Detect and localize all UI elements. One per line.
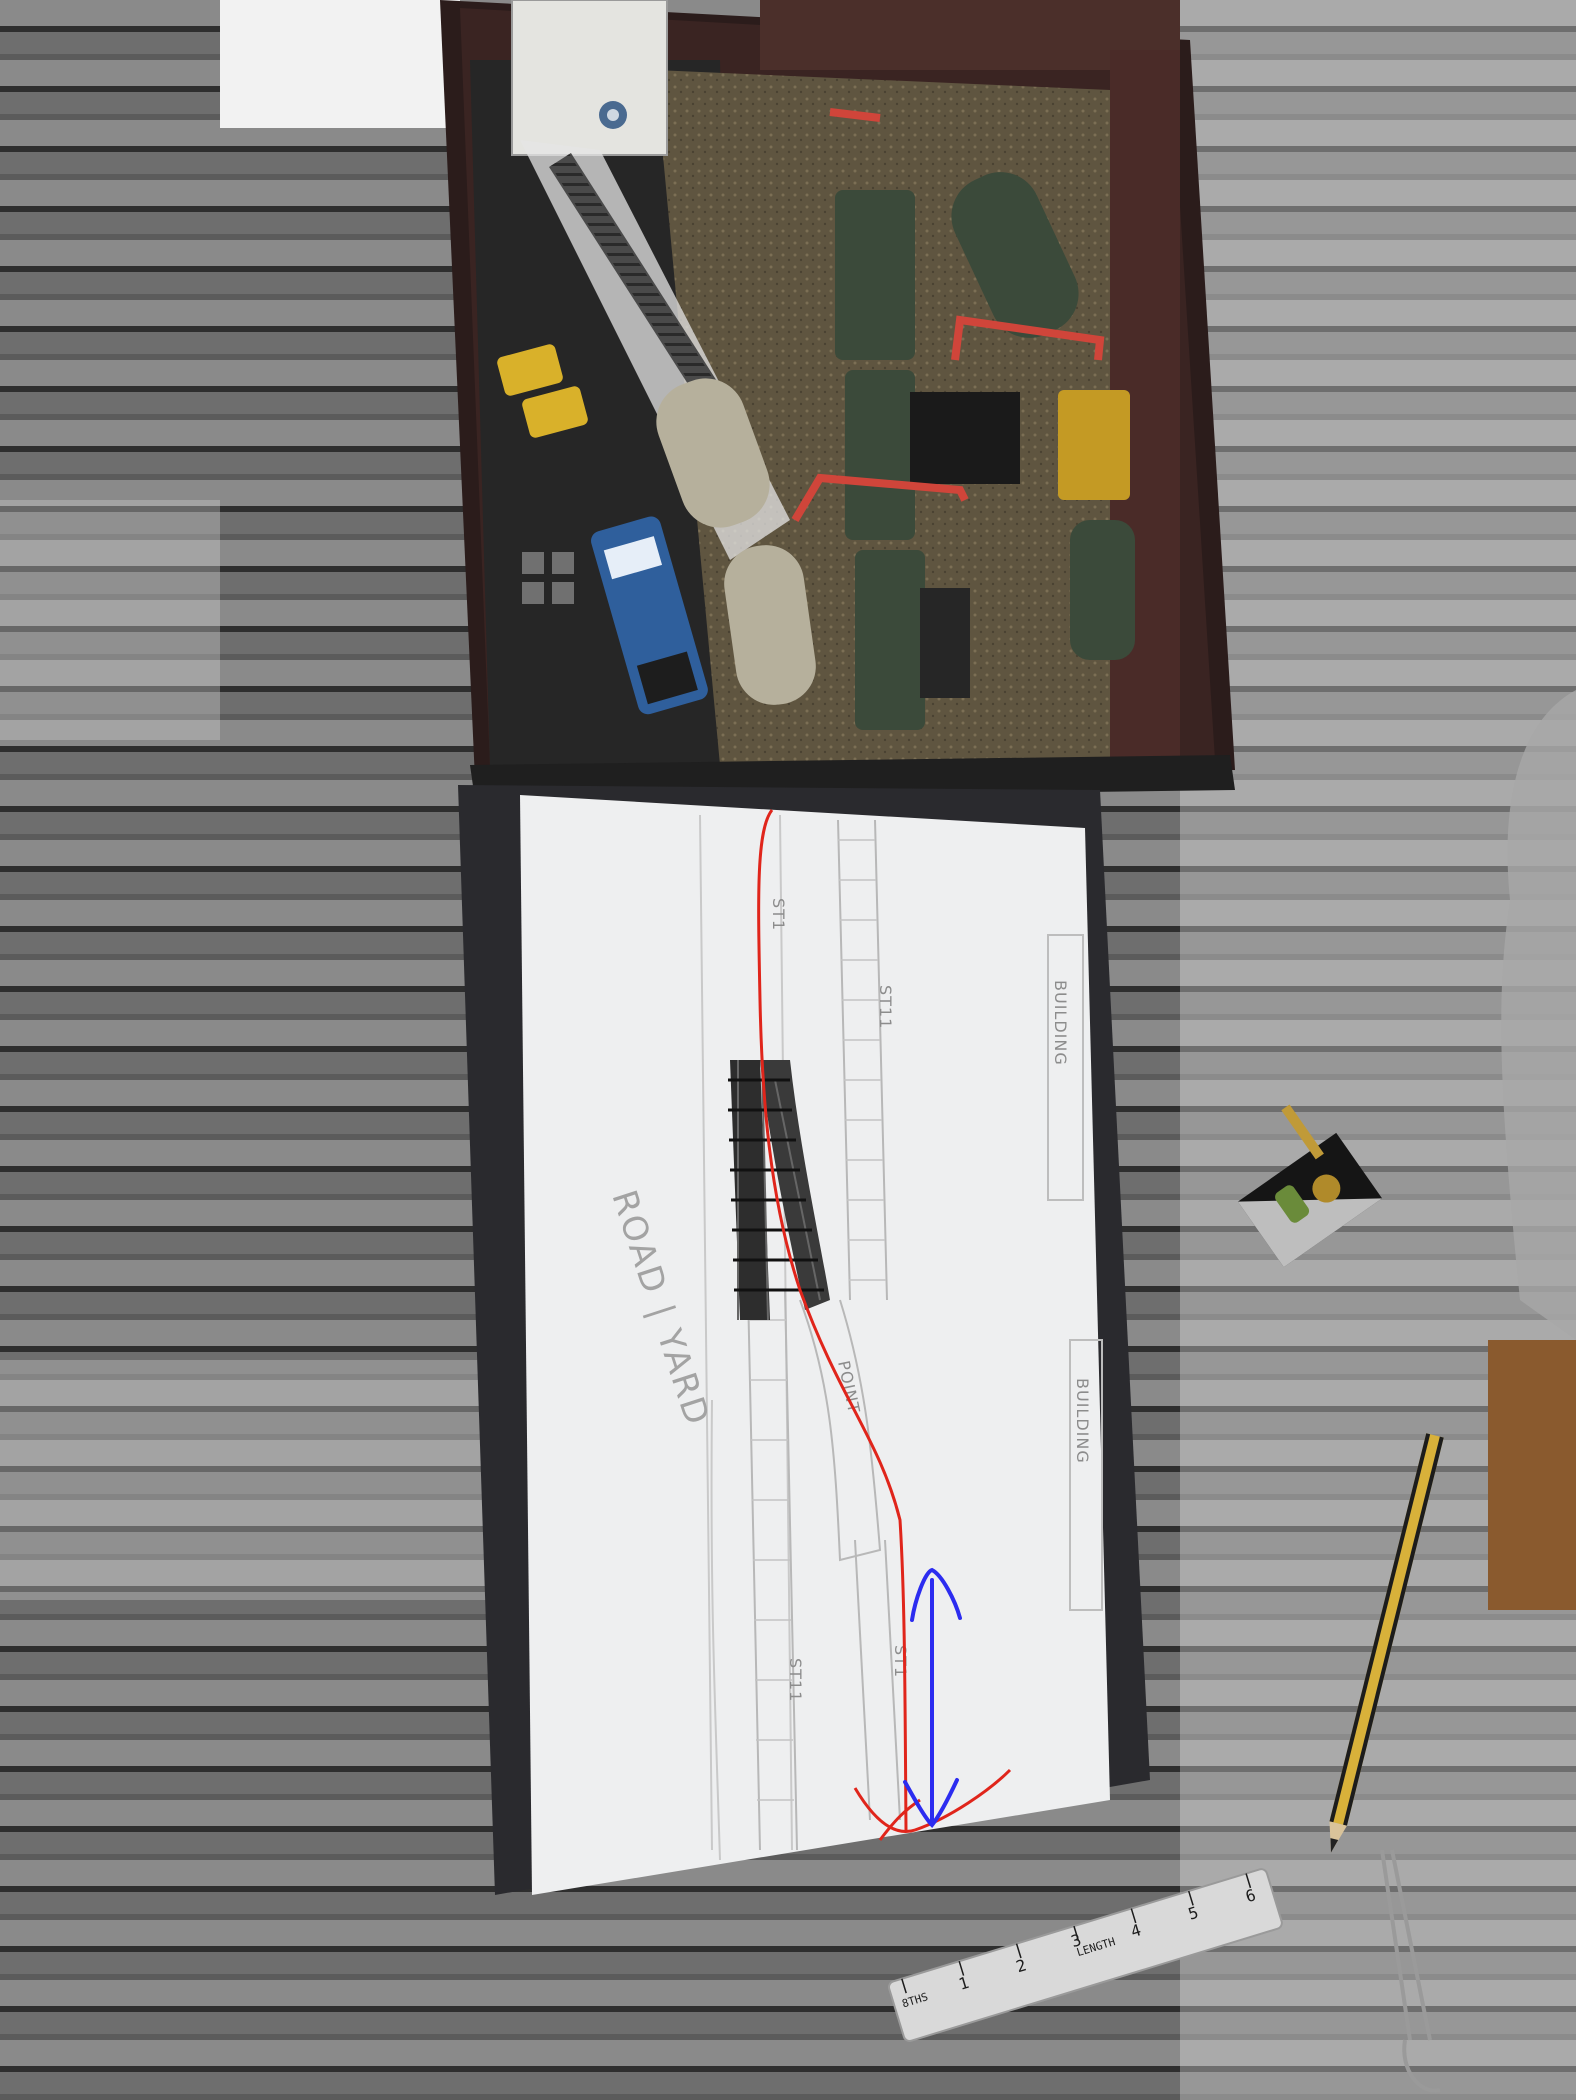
building-outline-upper: [1047, 934, 1084, 1201]
yellow-lamp-1: [497, 344, 563, 396]
label-building-lower: BUILDING: [1073, 1378, 1092, 1464]
blue-double-arrow: [903, 1567, 962, 1828]
blue-locomotive: [591, 516, 708, 715]
combination-square-icon: [1237, 1104, 1383, 1268]
pencil-icon: [1329, 1433, 1444, 1853]
small-blocks: [522, 552, 574, 604]
scissors-icon: [1380, 1849, 1441, 2093]
pencil-track-st11-lower: [747, 1289, 798, 1851]
green-wagons: [835, 172, 1135, 730]
pencil-point-outline: [799, 1299, 882, 1562]
label-st11-lower: ST11: [786, 1658, 805, 1702]
fluffy-blanket-fold: [1501, 690, 1576, 1340]
yellow-van: [1058, 390, 1130, 500]
log-stack: [920, 588, 970, 698]
yellow-lamp-2: [522, 386, 588, 438]
tanker-wagons: [656, 378, 816, 705]
pencil-track-st1-lower: [854, 1539, 901, 1821]
label-st1-top: ST1: [769, 898, 788, 931]
wooden-block: [1488, 1340, 1576, 1610]
diorama-box: [440, 0, 1235, 800]
building-outline-lower: [1069, 1339, 1103, 1611]
red-gantries: [791, 108, 1105, 523]
ruler-icon: 8THS LENGTH 1 2 3 4 5 6: [887, 1868, 1283, 2042]
track-point: [728, 1059, 830, 1321]
label-st1-lower: ST1: [891, 1645, 910, 1678]
paper-scrap: [220, 0, 460, 128]
red-route-line: [757, 809, 908, 1831]
label-st11-upper: ST11: [876, 985, 895, 1029]
label-building-upper: BUILDING: [1051, 980, 1070, 1066]
coal-heap: [910, 392, 1020, 484]
track-plan-board: ST1 ST11 ST1 ST11 ROAD | YARD POINT BUIL…: [458, 785, 1150, 1895]
loading-shed: [511, 0, 668, 156]
pencil-track-st11-upper: [837, 819, 888, 1301]
